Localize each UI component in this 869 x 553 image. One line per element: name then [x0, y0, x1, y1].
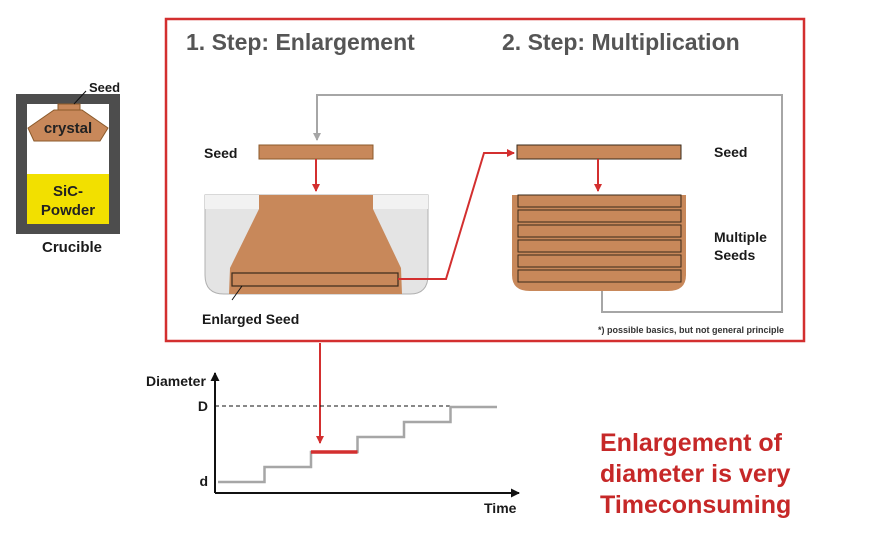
crucible-diagram: Seed crystal SiC- Powder Crucible: [16, 80, 120, 256]
seed-slice: [517, 194, 682, 208]
enlarged-seed-label: Enlarged Seed: [202, 311, 299, 327]
step1-seed-label: Seed: [204, 145, 237, 161]
return-loop-arrow: [313, 94, 783, 313]
x-axis-label: Time: [484, 500, 517, 516]
powder-label-line2: Powder: [41, 202, 95, 219]
step1-enlarged-seed-slice: [231, 272, 399, 287]
diameter-step-series: [218, 405, 497, 484]
seed-slice: [517, 269, 682, 283]
seed-slice: [517, 254, 682, 268]
footnote: *) possible basics, but not general prin…: [598, 325, 784, 335]
crucible-caption: Crucible: [42, 239, 102, 256]
transfer-arrow: [398, 149, 515, 280]
crystal-shape: [27, 109, 109, 142]
y-axis-label: Diameter: [146, 373, 206, 389]
timeconsuming-message: Enlargement of diameter is very Timecons…: [600, 428, 860, 521]
y-tick-label-small-d: d: [199, 473, 208, 489]
step1-title: 1. Step: Enlargement: [186, 29, 415, 55]
crucible-seed-label: Seed: [89, 80, 120, 95]
powder-label-line1: SiC-: [53, 183, 83, 200]
message-line3: Timeconsuming: [600, 491, 792, 519]
step1-seed: [258, 144, 374, 160]
enlarged-seed-pointer: [231, 285, 243, 301]
steps-frame: [164, 17, 806, 343]
step2-seed: [516, 144, 682, 160]
seed-pointer: [73, 90, 87, 105]
message-line1: Enlargement of: [600, 429, 782, 457]
y-tick-label-large-d: D: [198, 398, 208, 414]
step2-multiplication: Seed Multiple Seeds: [512, 144, 767, 291]
step1-grown-crystal: [229, 195, 402, 294]
step2-seed-label: Seed: [714, 144, 747, 160]
crystal-label: crystal: [44, 120, 92, 137]
crucible-seed: [57, 103, 81, 111]
multiple-seed-slices: [517, 194, 682, 283]
multiple-seeds-label-line2: Seeds: [714, 247, 755, 263]
seed-slice: [517, 239, 682, 253]
seed-slice: [517, 209, 682, 223]
step2-title: 2. Step: Multiplication: [502, 29, 740, 55]
multiple-seeds-label-line1: Multiple: [714, 229, 767, 245]
step1-enlargement: Seed Enlarged Seed: [202, 144, 429, 327]
sic-powder: [27, 174, 109, 224]
message-line2: diameter is very: [600, 460, 791, 488]
seed-slice: [517, 224, 682, 238]
diameter-chart: Diameter Time d D: [146, 372, 520, 516]
